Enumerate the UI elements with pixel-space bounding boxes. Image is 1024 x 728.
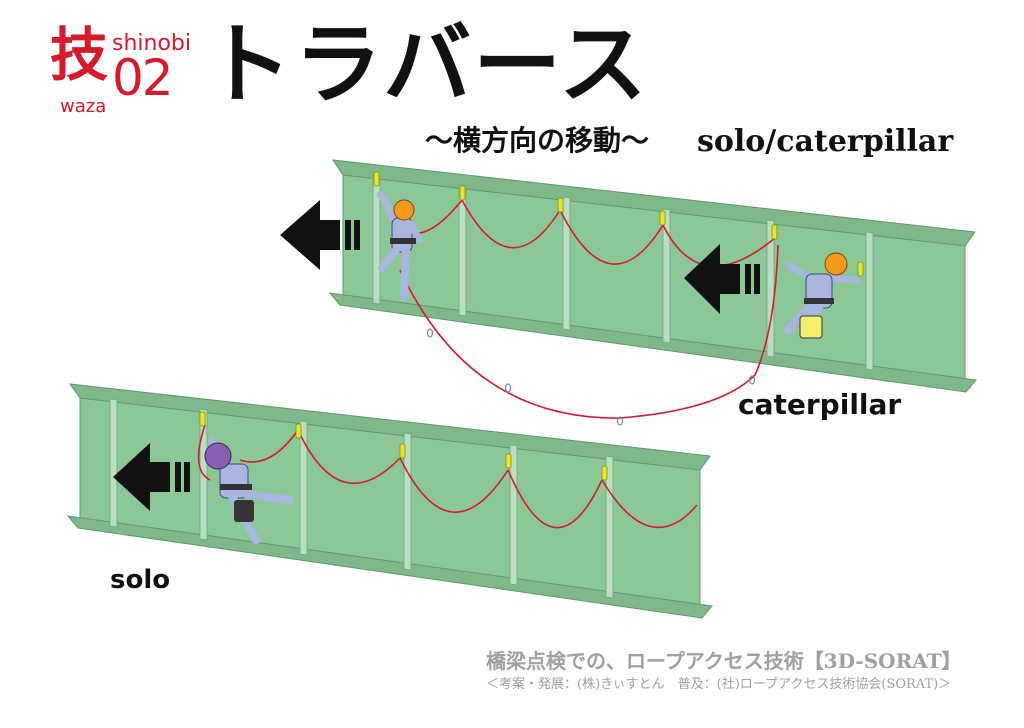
lower-ropes <box>197 424 698 529</box>
mode-label: solo/caterpillar <box>697 124 954 159</box>
arrow-left-caterpillar <box>684 244 760 314</box>
logo-romaji-bottom: waza <box>60 96 107 117</box>
logo-kanji: 技 <box>50 21 109 89</box>
worker-upper-left <box>376 191 424 302</box>
page-subtitle: 〜横方向の移動〜 <box>425 124 650 157</box>
upper-beam-stiffeners <box>372 174 874 371</box>
rope-rings <box>426 328 756 426</box>
arrow-left-solo <box>113 443 190 511</box>
page-title: トラバース <box>204 12 649 116</box>
logo-number: 02 <box>112 49 174 107</box>
arrow-left-upper <box>280 200 360 270</box>
carabiners <box>199 171 864 481</box>
upper-ropes <box>399 199 779 419</box>
worker-caterpillar <box>784 252 860 339</box>
lower-beam-stiffeners <box>109 398 614 599</box>
footer-title: 橋梁点検での、ロープアクセス技術【3D-SORAT】 <box>486 649 962 673</box>
worker-solo <box>204 436 294 544</box>
upper-beam <box>328 159 977 393</box>
caterpillar-label: caterpillar <box>738 388 902 421</box>
footer-credit: ＜考案・発展：(株)きぃすとん 普及：(社)ロープアクセス技術協会(SORAT)… <box>486 677 952 692</box>
lower-beam <box>66 383 713 619</box>
solo-label: solo <box>110 565 171 595</box>
logo-romaji-top: shinobi <box>112 31 191 56</box>
